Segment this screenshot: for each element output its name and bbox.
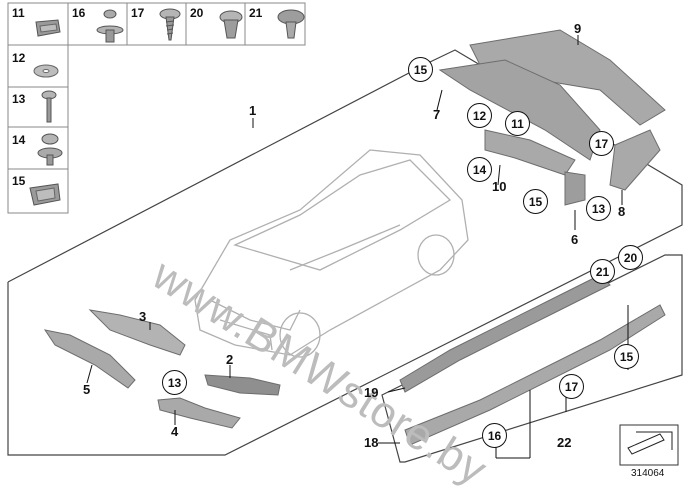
trim-2: [204, 374, 281, 396]
hardware-label-14: 14: [12, 133, 26, 147]
callout-15-rear: 15: [408, 57, 433, 82]
part-label-4: 4: [171, 424, 179, 439]
leader-lines: [86, 35, 629, 459]
clip-nut-icon-2: [29, 183, 61, 206]
hardware-label-15: 15: [12, 174, 26, 188]
callout-12-rear: 12: [467, 103, 492, 128]
part-label-1: 1: [249, 103, 257, 118]
bolt-with-nut-icon: [37, 133, 63, 166]
hardware-label-11: 11: [12, 6, 25, 20]
callout-13-rear: 13: [586, 196, 611, 221]
callout-16-side: 16: [482, 423, 507, 448]
figure-number: 314064: [631, 468, 665, 479]
part-label-6: 6: [571, 232, 579, 247]
bracket-6: [564, 171, 586, 206]
part-label-8: 8: [618, 204, 626, 219]
hardware-label-20: 20: [190, 6, 204, 20]
part-label-19: 19: [364, 385, 379, 400]
side-skirt-18: [404, 304, 666, 446]
push-rivet-icon: [219, 10, 243, 39]
clip-icon: [277, 9, 305, 39]
expanding-rivet-icon: [96, 9, 124, 43]
sheet-metal-screw-icon: [159, 8, 181, 41]
callout-13-front: 13: [162, 370, 187, 395]
part-label-22: 22: [557, 435, 572, 450]
direction-arrow-box: [619, 424, 679, 466]
bracket-19: [399, 274, 611, 393]
assembly-outline-18: [381, 254, 683, 463]
callout-15-rear-b: 15: [523, 189, 548, 214]
hardware-label-16: 16: [72, 6, 86, 20]
callout-11-rear: 11: [505, 111, 530, 136]
hardware-label-21: 21: [249, 6, 263, 20]
callout-14-rear: 14: [467, 157, 492, 182]
bracket-5: [43, 329, 136, 389]
callout-20-side: 20: [618, 245, 643, 270]
hardware-label-13: 13: [12, 92, 26, 106]
hardware-label-17: 17: [131, 6, 145, 20]
assembly-outline-1: [7, 49, 683, 456]
part-label-18: 18: [364, 435, 379, 450]
part-label-3: 3: [139, 309, 147, 324]
trim-4: [157, 397, 241, 429]
callout-17-rear: 17: [589, 131, 614, 156]
part-label-5: 5: [83, 382, 91, 397]
callout-21-side: 21: [590, 259, 615, 284]
callout-15-side: 15: [614, 344, 639, 369]
hardware-grid: [7, 2, 306, 214]
diagram-drawing: [7, 2, 683, 466]
trim-8: [609, 129, 661, 191]
clip-nut-icon: [35, 19, 61, 37]
part-label-2: 2: [226, 352, 234, 367]
bracket-3: [88, 309, 186, 356]
part-label-9: 9: [574, 21, 582, 36]
callout-17-side: 17: [559, 374, 584, 399]
washer-icon: [33, 64, 59, 78]
part-label-10: 10: [492, 179, 507, 194]
screw-icon: [41, 90, 57, 123]
part-label-7: 7: [433, 107, 441, 122]
hardware-label-12: 12: [12, 51, 26, 65]
vehicle-sketch: [194, 149, 469, 358]
parts-diagram: www.BMWstore.by 11 16 17 20 21 12 13 14 …: [7, 2, 683, 495]
